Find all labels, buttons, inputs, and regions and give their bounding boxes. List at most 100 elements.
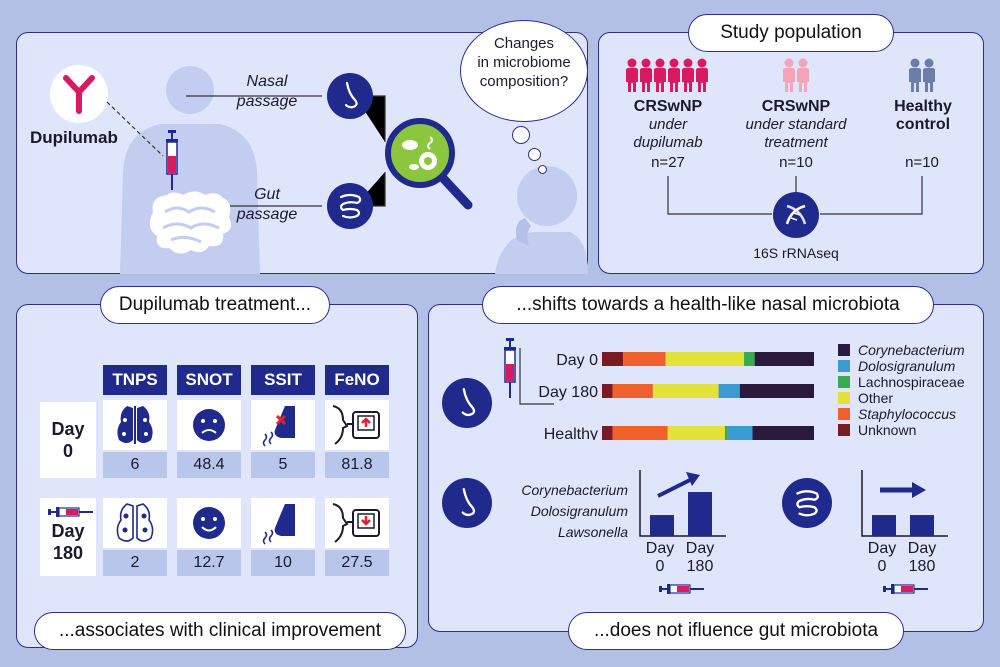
header-ssit: SSIT [251, 365, 315, 395]
method-label: 16S rRNAseq [753, 245, 839, 261]
cell-day180-tnps [103, 498, 167, 548]
value-day0-feno: 81.8 [325, 452, 389, 478]
mini-gut-day0-l2: 0 [877, 558, 887, 575]
mini-chart-gut [861, 470, 948, 537]
day0-label: Day 0 [40, 402, 96, 478]
value-day0-ssit: 5 [251, 452, 315, 478]
group-dupilumab-name: CRSwNP [633, 98, 703, 115]
n-healthy: n=10 [905, 154, 939, 171]
human-body-silhouette [120, 66, 260, 274]
bar-segment [623, 352, 666, 366]
group-healthy-name: Healthy [894, 98, 952, 115]
cell-day0-feno [325, 400, 389, 450]
mini-gut-day180: Day 180 [900, 540, 944, 576]
person-icon [668, 58, 680, 92]
person-icon [783, 58, 795, 92]
sad-face-icon [193, 409, 225, 441]
bar-segment [612, 426, 668, 440]
mini-bar [910, 515, 934, 536]
cell-day180-feno [325, 498, 389, 548]
bracket-line [519, 348, 554, 405]
nose-circle [327, 73, 373, 119]
sequencing-connector [667, 176, 923, 215]
person-icon [640, 58, 652, 92]
bar-segment [602, 426, 613, 440]
treatment-title: Dupilumab treatment... [100, 286, 330, 324]
cell-day180-snot [177, 498, 241, 548]
bar-segment [652, 384, 719, 398]
drug-label: Dupilumab [30, 128, 118, 147]
nasal-label-line2: passage [236, 93, 298, 110]
bar-category-label: Healthy [544, 426, 598, 440]
header-feno: FeNO [325, 365, 389, 395]
legend-swatch [838, 376, 850, 388]
bar-segment [667, 426, 725, 440]
thought-dot-1 [512, 126, 530, 144]
person-icon [696, 58, 708, 92]
question-line3: composition? [479, 73, 569, 90]
value-day180-ssit: 10 [251, 550, 315, 576]
gut-passage-label: Gut passage [222, 185, 312, 225]
legend-swatch [838, 360, 850, 372]
day0-l1: Day [51, 419, 85, 439]
legend-swatch [838, 344, 850, 356]
thinking-person-silhouette [495, 166, 588, 274]
happy-face-icon [193, 507, 225, 539]
taxa-corynebacterium: Corynebacterium [521, 482, 628, 498]
taxa-lawsonella: Lawsonella [557, 524, 628, 540]
person-icon [654, 58, 666, 92]
intestine-icon [339, 193, 362, 219]
bar-segment [724, 426, 728, 440]
group-dupilumab-line2: under [648, 116, 688, 133]
mini-gut-day180-l2: 180 [908, 558, 936, 575]
syringe-horizontal-icon [883, 584, 928, 594]
group-healthy: Healthy control [878, 98, 968, 134]
gut-label-line2: passage [236, 206, 298, 223]
gut-label-line1: Gut [254, 186, 280, 203]
study-population-title: Study population [688, 14, 894, 52]
bar-segment [602, 352, 624, 366]
syringe-icon [166, 130, 178, 190]
gut-circle-mini [782, 478, 832, 528]
cell-day180-ssit [251, 498, 315, 548]
nasal-label-line1: Nasal [246, 73, 288, 90]
mini-nasal-day180: Day 180 [678, 540, 722, 576]
bar-category-label: Day 0 [556, 352, 598, 369]
breath-test-high-icon [332, 405, 380, 445]
legend-label: Unknown [858, 422, 917, 438]
thought-dot-2 [528, 148, 541, 161]
syringe-vertical-icon [504, 338, 516, 398]
legend-label: Dolosigranulum [858, 358, 956, 374]
value-day0-snot: 48.4 [177, 452, 241, 478]
question-line1: Changes [493, 35, 555, 52]
mini-gut-day180-l1: Day [907, 540, 937, 557]
question-line2: in microbiome [477, 54, 571, 71]
gut-circle [327, 183, 373, 229]
bar-segment [754, 352, 814, 366]
bar-segment [665, 352, 745, 366]
n-standard: n=10 [779, 154, 813, 171]
breath-test-low-icon [332, 503, 380, 543]
mini-gut-day0: Day 0 [862, 540, 902, 576]
mini-gut-day0-l1: Day [867, 540, 897, 557]
group-standard-name: CRSwNP [761, 98, 831, 115]
nose-icon [344, 81, 358, 109]
legend-swatch [838, 408, 850, 420]
person-icon [923, 58, 935, 92]
cell-day0-snot [177, 400, 241, 450]
bar-segment [612, 384, 653, 398]
value-day180-tnps: 2 [103, 550, 167, 576]
day0-l2: 0 [62, 441, 73, 461]
legend-swatch [838, 424, 850, 436]
smell-impaired-icon [262, 406, 295, 447]
legend-label: Lachnospiraceae [858, 374, 965, 390]
dashed-pointer [106, 101, 164, 157]
mini-nasal-day0: Day 0 [640, 540, 680, 576]
mini-nasal-day180-l2: 180 [686, 558, 714, 575]
person-icon [797, 58, 809, 92]
bar-segment [602, 384, 613, 398]
person-icon [626, 58, 638, 92]
microbiota-footer: ...does not ifluence gut microbiota [568, 612, 904, 650]
magnifier-bacteria-icon [385, 118, 473, 210]
dna-icon [785, 204, 807, 225]
